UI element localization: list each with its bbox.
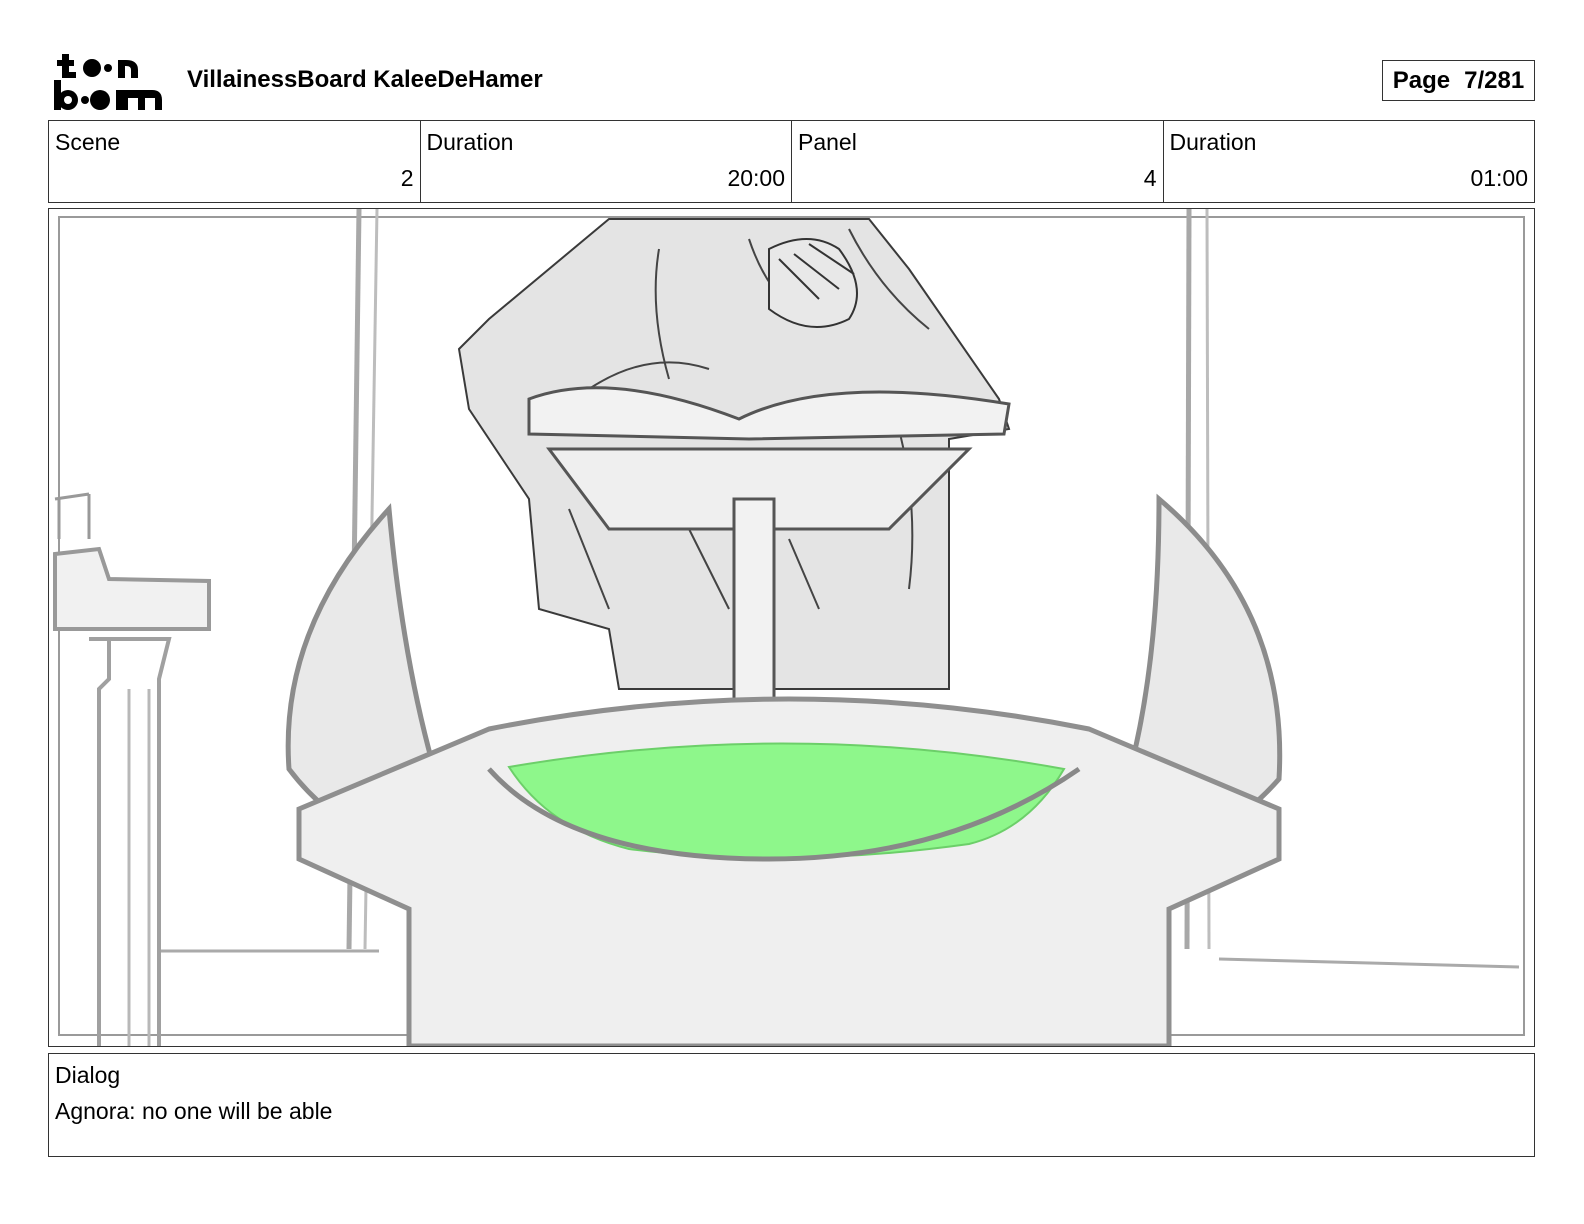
document-title: VillainessBoard KaleeDeHamer xyxy=(187,66,543,93)
toonboom-logo xyxy=(54,54,162,110)
storyboard-panel xyxy=(48,208,1535,1047)
panel-duration-cell: Duration 01:00 xyxy=(1164,121,1535,202)
panel-duration-label: Duration xyxy=(1169,129,1257,155)
scene-label: Scene xyxy=(55,129,121,155)
page-label: Page xyxy=(1392,66,1451,94)
panel-cell: Panel 4 xyxy=(792,121,1164,202)
page-number: 7/281 xyxy=(1464,66,1525,94)
storyboard-sketch xyxy=(53,209,1525,1046)
scene-cell: Scene 2 xyxy=(49,121,421,202)
panel-value: 4 xyxy=(1143,165,1157,191)
panel-duration-value: 01:00 xyxy=(1470,165,1528,191)
dialog-box: Dialog Agnora: no one will be able xyxy=(48,1053,1535,1157)
scene-duration-label: Duration xyxy=(426,129,514,155)
potion-surface xyxy=(507,742,1066,859)
dialog-label: Dialog xyxy=(55,1062,121,1088)
panel-label: Panel xyxy=(798,129,857,155)
scene-duration-cell: Duration 20:00 xyxy=(421,121,792,202)
page-indicator: Page 7/281 xyxy=(1382,60,1535,101)
scene-value: 2 xyxy=(400,165,414,191)
panel-info-row: Scene 2 Duration 20:00 Panel 4 Duration … xyxy=(48,120,1535,203)
scene-duration-value: 20:00 xyxy=(727,165,785,191)
dialog-text: Agnora: no one will be able xyxy=(55,1098,333,1124)
